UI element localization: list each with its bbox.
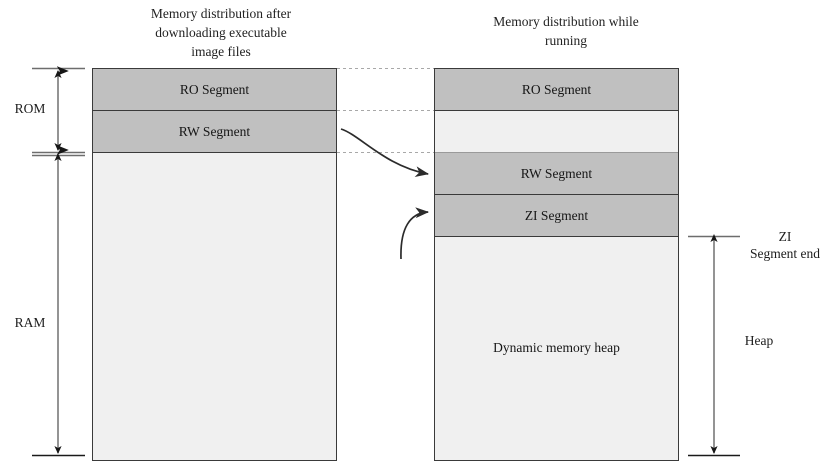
zi-segment-end-label: ZI Segment end — [749, 229, 821, 261]
heap-label: Heap — [744, 333, 774, 348]
zi-creation-arrow — [400, 207, 430, 260]
right-segment-rw: RW Segment — [435, 153, 678, 195]
left-memory-box: RO Segment RW Segment — [92, 68, 337, 461]
ram-measure — [32, 153, 85, 457]
left-diagram-title: Memory distribution after downloading ex… — [150, 6, 292, 59]
rw-relocation-arrow — [340, 128, 430, 178]
left-segment-unused — [93, 153, 336, 459]
ram-label: RAM — [14, 315, 46, 330]
left-segment-ro: RO Segment — [93, 69, 336, 111]
right-diagram-title: Memory distribution while running — [493, 14, 639, 48]
rom-label: ROM — [14, 101, 46, 116]
right-segment-gap — [435, 111, 678, 153]
right-segment-ro: RO Segment — [435, 69, 678, 111]
guide-lines — [337, 68, 434, 153]
left-segment-rw: RW Segment — [93, 111, 336, 153]
right-memory-box: RO Segment RW Segment ZI Segment Dynamic… — [434, 68, 679, 461]
right-segment-heap: Dynamic memory heap — [435, 237, 678, 459]
right-segment-zi: ZI Segment — [435, 195, 678, 237]
